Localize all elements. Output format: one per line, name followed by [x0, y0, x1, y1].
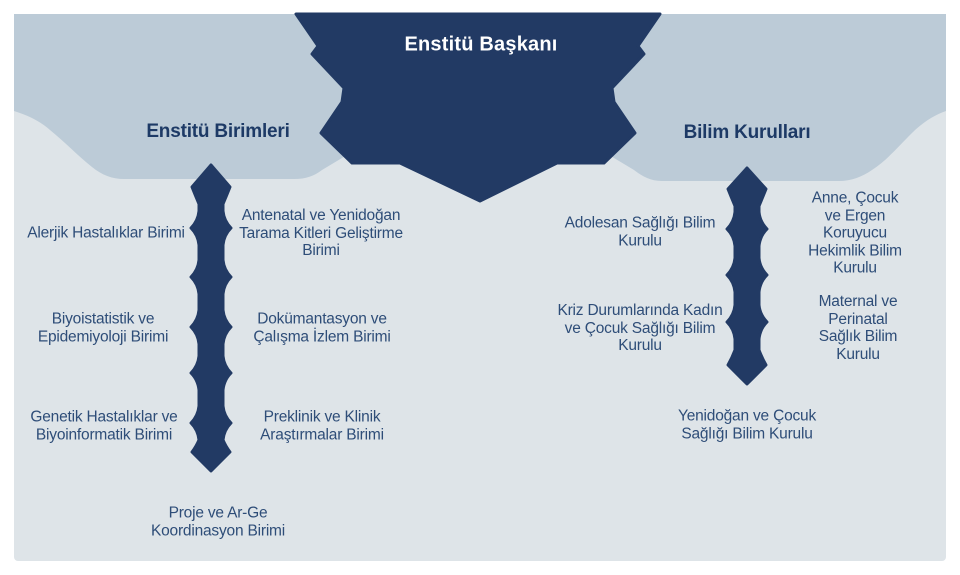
root-node-shape — [294, 12, 662, 203]
left-unit-dokumantasyon: Dokümantasyon ve Çalışma İzlem Birimi — [253, 310, 391, 346]
right-unit-maternal-perinatal: Maternal ve Perinatal Sağlık Bilim Kurul… — [818, 293, 898, 363]
left-group-header: Enstitü Birimleri — [146, 121, 290, 142]
left-unit-genetik-hastaliklar: Genetik Hastalıklar ve Biyoinformatik Bi… — [30, 408, 178, 444]
left-unit-preklinik: Preklinik ve Klinik Araştırmalar Birimi — [260, 408, 384, 444]
right-branch-trunk — [725, 166, 769, 386]
left-unit-proje-arge: Proje ve Ar-Ge Koordinasyon Birimi — [150, 504, 286, 540]
right-unit-kriz-durumlari: Kriz Durumlarında Kadın ve Çocuk Sağlığı… — [557, 301, 723, 354]
left-branch-trunk — [189, 163, 233, 473]
right-unit-yenidogan-cocuk: Yenidoğan ve Çocuk Sağlığı Bilim Kurulu — [677, 407, 817, 443]
left-unit-biyoistatistik: Biyoistatistik ve Epidemiyoloji Birimi — [37, 310, 169, 346]
right-group-header: Bilim Kurulları — [683, 122, 811, 143]
root-node-title: Enstitü Başkanı — [404, 33, 558, 56]
left-unit-antenatal-tarama: Antenatal ve Yenidoğan Tarama Kitleri Ge… — [239, 206, 403, 259]
right-unit-anne-cocuk-ergen: Anne, Çocuk ve Ergen Koruyucu Hekimlik B… — [808, 189, 902, 277]
left-unit-alerjik-hastaliklar: Alerjik Hastalıklar Birimi — [27, 224, 185, 242]
right-unit-adolesan: Adolesan Sağlığı Bilim Kurulu — [564, 214, 716, 250]
